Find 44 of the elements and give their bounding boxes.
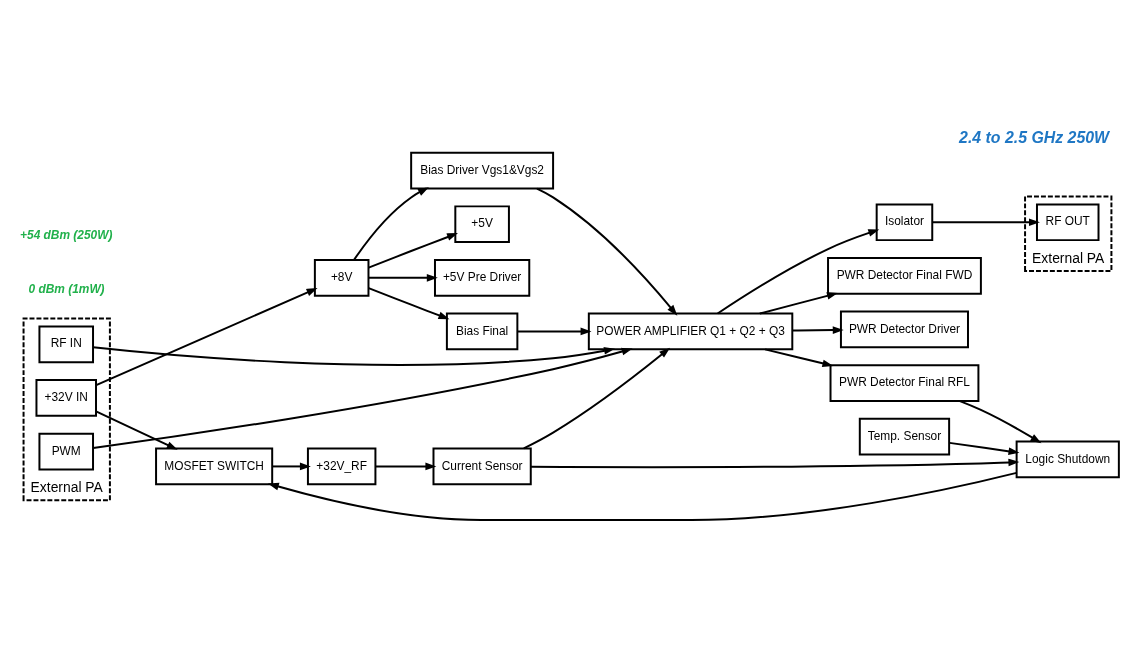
arrow — [535, 187, 678, 316]
arrow — [95, 287, 318, 386]
arrow — [791, 325, 844, 334]
diagram-title: 2.4 to 2.5 GHz 250W — [959, 128, 1110, 146]
node-box: Isolator — [875, 202, 934, 241]
arrow — [267, 471, 1018, 521]
node-box: POWER AMPLIFIER Q1 + Q2 + Q3 — [587, 312, 794, 350]
node-box: +5V — [454, 204, 510, 243]
arrow — [367, 286, 450, 319]
node-box: +5V Pre Driver — [434, 258, 531, 297]
arrow — [367, 273, 438, 282]
node-box: PWR Detector Driver — [839, 310, 969, 348]
node-box: Bias Final — [445, 312, 519, 350]
arrow — [764, 347, 834, 367]
arrow — [92, 347, 633, 449]
arrow — [931, 217, 1040, 226]
node-box: PWM — [38, 432, 95, 470]
node-box: +32V IN — [35, 378, 97, 417]
label: +54 dBm (250W) — [20, 227, 113, 242]
arrow — [516, 327, 592, 335]
arrow — [271, 462, 311, 470]
arrow — [529, 458, 1020, 468]
node-box: Bias Driver Vgs1&Vgs2 — [410, 151, 555, 189]
arrow — [374, 462, 437, 470]
arrow — [758, 291, 838, 315]
node-box: +8V — [313, 258, 370, 297]
node-box: Current Sensor — [432, 447, 532, 485]
node-box: Temp. Sensor — [858, 417, 951, 455]
arrow — [716, 228, 880, 315]
arrow — [522, 347, 671, 449]
node-box: PWR Detector Final RFL — [829, 363, 980, 402]
arrow — [367, 232, 459, 269]
node-box: MOSFET SWITCH — [155, 447, 274, 485]
arrow — [95, 409, 178, 450]
node-box: PWR Detector Final FWD — [827, 256, 982, 295]
arrow — [958, 399, 1042, 443]
node-box: RF IN — [38, 325, 95, 363]
label: 0 dBm (1mW) — [28, 281, 105, 296]
arrow — [92, 345, 615, 366]
node-box: RF OUT — [1035, 202, 1100, 241]
node-box: +32V_RF — [306, 447, 377, 485]
arrow — [948, 441, 1020, 455]
node-box: Logic Shutdown — [1015, 440, 1120, 478]
arrow — [353, 186, 429, 261]
